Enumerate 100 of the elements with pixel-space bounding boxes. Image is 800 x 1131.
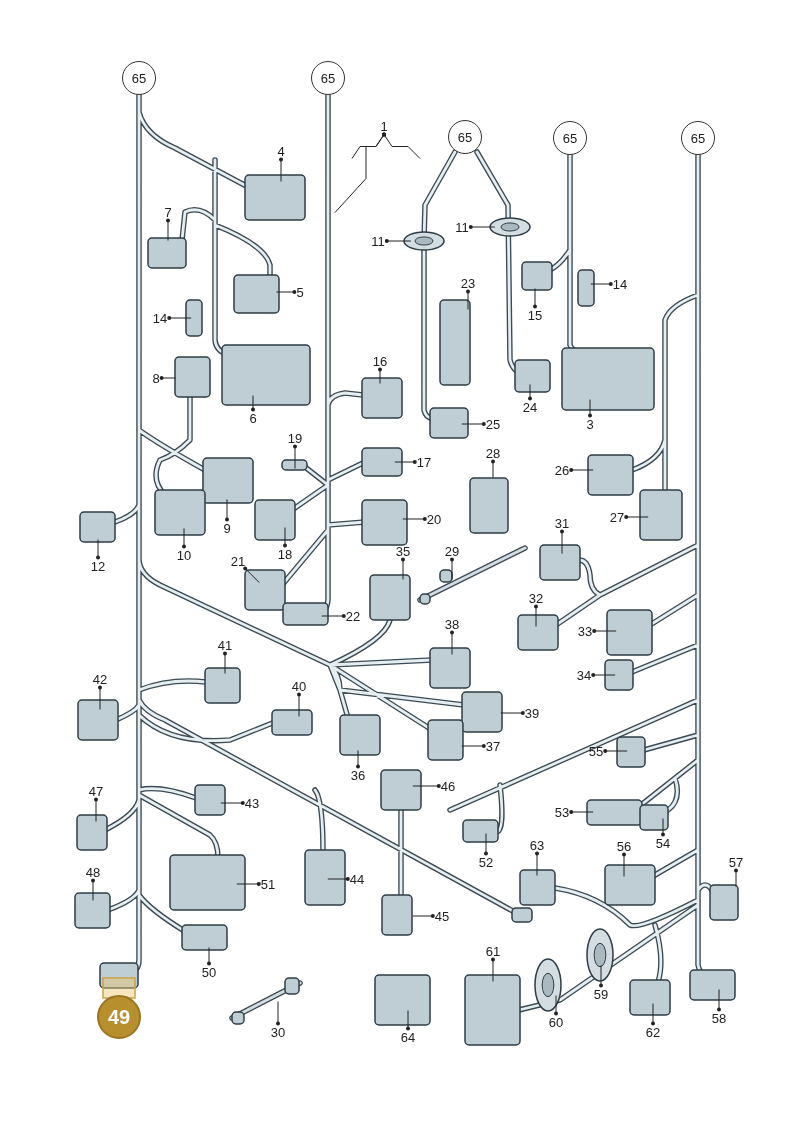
leader-line — [491, 957, 495, 982]
callout-number: 46 — [440, 778, 456, 794]
leader-line — [717, 989, 721, 1012]
callout-number: 61 — [485, 943, 501, 959]
callout-number: 10 — [176, 547, 192, 563]
callout-number: 12 — [90, 558, 106, 574]
callout-number: 41 — [217, 637, 233, 653]
callout-number: 43 — [244, 795, 260, 811]
leader-line — [406, 1010, 410, 1031]
callout-number: 51 — [260, 876, 276, 892]
leader-line — [599, 965, 603, 988]
callout-number: 24 — [522, 399, 538, 415]
callout-number: 54 — [655, 835, 671, 851]
callout-number: 4 — [277, 143, 285, 159]
reference-circle: 65 — [122, 61, 156, 95]
leader-line — [468, 225, 496, 229]
callout-number: 19 — [287, 430, 303, 446]
callout-number: 27 — [609, 509, 625, 525]
leader-line — [384, 239, 412, 243]
callout-number: 3 — [586, 416, 594, 432]
callout-number: 35 — [395, 543, 411, 559]
callout-number: 53 — [554, 804, 570, 820]
callout-number: 56 — [616, 838, 632, 854]
leader-line — [236, 882, 261, 886]
leader-line — [588, 399, 592, 418]
callout-number: 5 — [296, 284, 304, 300]
leader-line — [412, 914, 435, 918]
leader-line — [624, 515, 649, 519]
callout-number: 44 — [349, 871, 365, 887]
callout-number: 59 — [593, 986, 609, 1002]
leader-line — [98, 685, 102, 710]
leader-line — [251, 395, 255, 412]
callout-number: 29 — [444, 543, 460, 559]
leader-line — [461, 744, 486, 748]
leader-line — [554, 995, 558, 1016]
callout-number: 47 — [88, 783, 104, 799]
callout-number: 36 — [350, 767, 366, 783]
callout-number: 1 — [380, 118, 388, 134]
leader-line — [569, 468, 594, 472]
leader-line — [276, 1001, 280, 1026]
leader-line — [734, 868, 738, 887]
leader-line — [535, 851, 539, 876]
callout-number: 45 — [434, 908, 450, 924]
callout-number: 6 — [249, 410, 257, 426]
callout-number: 23 — [460, 275, 476, 291]
callout-number: 8 — [152, 370, 160, 386]
leader-line — [590, 282, 613, 286]
callout-number: 42 — [92, 671, 108, 687]
callout-number: 7 — [164, 204, 172, 220]
leader-line — [91, 878, 95, 901]
callout-number: 62 — [645, 1024, 661, 1040]
leader-line — [500, 711, 525, 715]
leader-line — [182, 528, 186, 549]
leader-line — [661, 818, 665, 837]
leader-line — [402, 517, 427, 521]
callout-number: 32 — [528, 590, 544, 606]
callout-number: 58 — [711, 1010, 727, 1026]
callout-number: 18 — [277, 546, 293, 562]
callout-number: 9 — [223, 520, 231, 536]
callout-number: 16 — [372, 353, 388, 369]
callout-number: 11 — [371, 233, 385, 249]
highlight-badge: 49 — [97, 995, 141, 1039]
callout-number: 39 — [524, 705, 540, 721]
leader-line — [560, 529, 564, 554]
leader-line — [243, 566, 260, 583]
callout-number: 14 — [612, 276, 628, 292]
leader-line — [461, 422, 486, 426]
leader-line — [167, 316, 192, 320]
callout-number: 11 — [455, 219, 469, 235]
leader-line — [592, 629, 617, 633]
leader-line — [382, 132, 421, 159]
leader-line — [94, 797, 98, 822]
callout-number: 48 — [85, 864, 101, 880]
callout-number: 33 — [577, 623, 593, 639]
callout-number: 30 — [270, 1024, 286, 1040]
callout-number: 17 — [416, 454, 432, 470]
callout-number: 52 — [478, 854, 494, 870]
leader-line — [484, 833, 488, 856]
leader-line — [534, 604, 538, 627]
leader-line — [412, 784, 441, 788]
callout-number: 38 — [444, 616, 460, 632]
leader-line — [321, 614, 346, 618]
callout-number: 25 — [485, 416, 501, 432]
reference-circle: 65 — [553, 121, 587, 155]
callout-number: 28 — [485, 445, 501, 461]
leader-line — [297, 692, 301, 717]
leader-line — [491, 459, 495, 478]
leader-line — [356, 750, 360, 769]
callout-number: 26 — [554, 462, 570, 478]
leader-line — [533, 288, 537, 309]
callout-number: 34 — [576, 667, 592, 683]
leader-line — [96, 539, 100, 560]
leader-line — [225, 499, 229, 522]
leader-line — [279, 157, 283, 182]
leader-line — [591, 673, 616, 677]
callout-number: 22 — [345, 608, 361, 624]
leader-line — [394, 460, 417, 464]
callout-number: 31 — [554, 515, 570, 531]
callout-number: 57 — [728, 854, 744, 870]
leader-line — [166, 218, 170, 241]
